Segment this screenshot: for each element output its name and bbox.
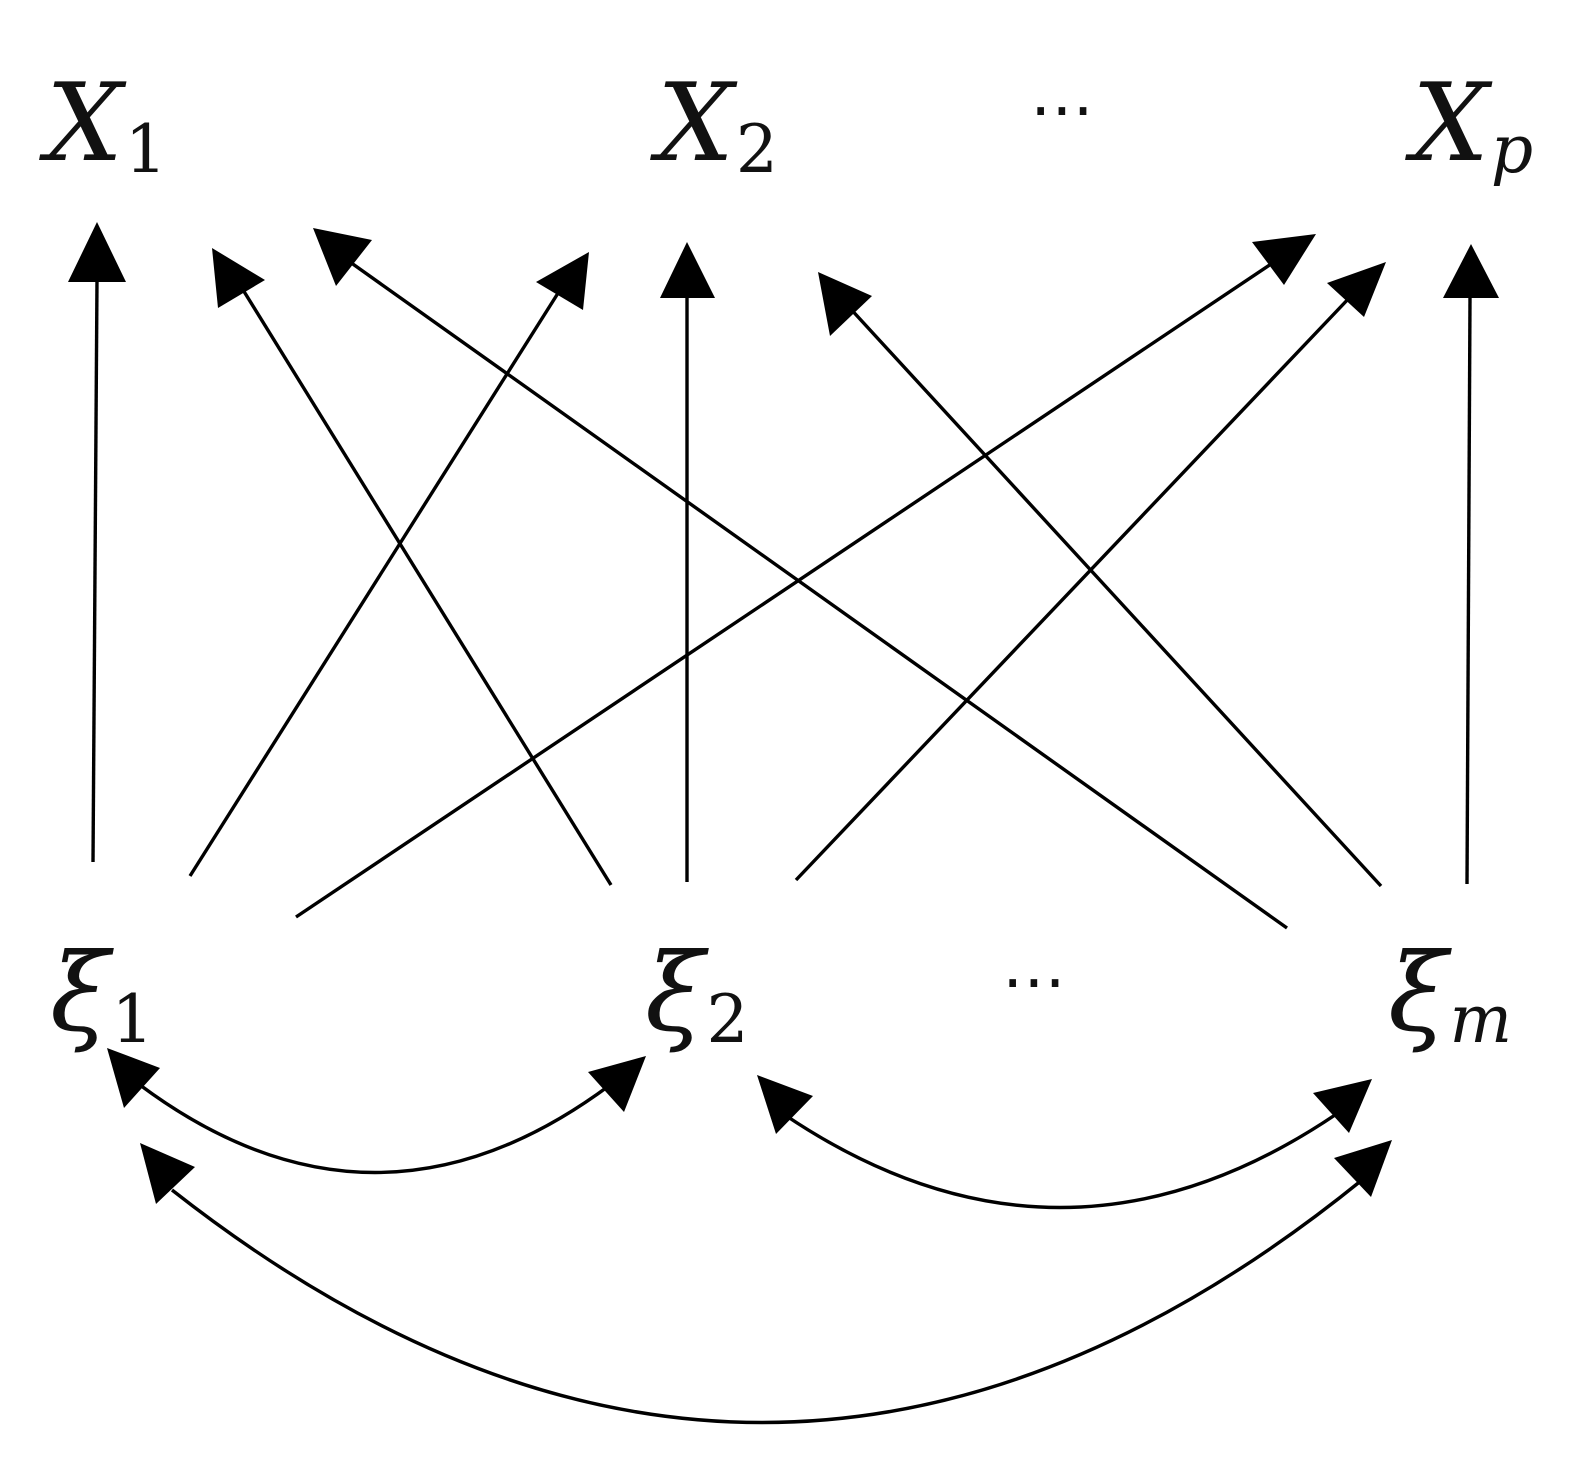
arrowhead-cov2m-left: [757, 1075, 813, 1134]
loading-paths: [68, 222, 1499, 930]
node-xp: Xp: [1412, 70, 1533, 183]
node-xi2-symbol: ξ: [645, 931, 705, 1056]
arrowhead-xi1-x1: [68, 222, 126, 282]
node-x1: X1: [46, 70, 167, 183]
arrowhead-xi1-xp: [1252, 234, 1316, 285]
covariance-curves: [107, 1048, 1392, 1425]
arrowhead-xi2-x1: [212, 248, 265, 308]
node-xi2-sub: 2: [706, 980, 749, 1058]
arrowhead-cov2m-right: [1313, 1079, 1372, 1133]
node-xi1: ξ1: [50, 940, 153, 1053]
observed-ellipsis: ⋯: [1030, 73, 1096, 147]
latent-ellipsis: ⋯: [1002, 945, 1068, 1019]
path-xi2-xp: [794, 293, 1354, 882]
node-xi2: ξ2: [645, 940, 748, 1053]
arrowhead-cov12-right: [588, 1056, 646, 1112]
node-x2: X2: [657, 70, 778, 183]
node-x1-sub: 1: [124, 110, 167, 188]
path-xi2-x1: [238, 284, 613, 886]
covariance-xi1-xi2: [138, 1083, 612, 1175]
node-xim-symbol: ξ: [1388, 931, 1448, 1056]
arrowhead-xi2-x2: [660, 242, 715, 298]
path-xi1-x1: [91, 279, 99, 863]
path-xi1-x2: [188, 289, 562, 877]
node-x1-symbol: X: [46, 61, 123, 186]
covariance-xi1-xim: [170, 1178, 1364, 1425]
node-xp-sub: p: [1490, 110, 1534, 188]
node-xim-sub: m: [1449, 980, 1513, 1058]
path-xim-x2: [846, 304, 1383, 888]
node-x2-sub: 2: [735, 110, 778, 188]
arrowhead-xim-x2: [818, 272, 872, 336]
path-xi1-xp: [295, 256, 1281, 919]
arrowhead-cov12-left: [107, 1048, 160, 1108]
path-xim-x1: [349, 260, 1288, 930]
node-x2-symbol: X: [657, 61, 734, 186]
arrowhead-cov1m-right: [1334, 1140, 1392, 1197]
node-xi1-sub: 1: [111, 980, 154, 1058]
arrowhead-cov1m-left: [140, 1143, 195, 1204]
node-xi1-symbol: ξ: [50, 931, 110, 1056]
arrowhead-xi2-xp: [1327, 262, 1386, 317]
arrowhead-xim-xp: [1443, 244, 1499, 298]
path-xim-xp: [1465, 297, 1472, 885]
arrowhead-xi1-x2: [536, 252, 589, 310]
node-xim: ξm: [1388, 940, 1512, 1053]
node-xp-symbol: X: [1412, 61, 1489, 186]
arrowhead-xim-x1: [313, 228, 372, 286]
covariance-xi2-xim: [784, 1113, 1336, 1210]
